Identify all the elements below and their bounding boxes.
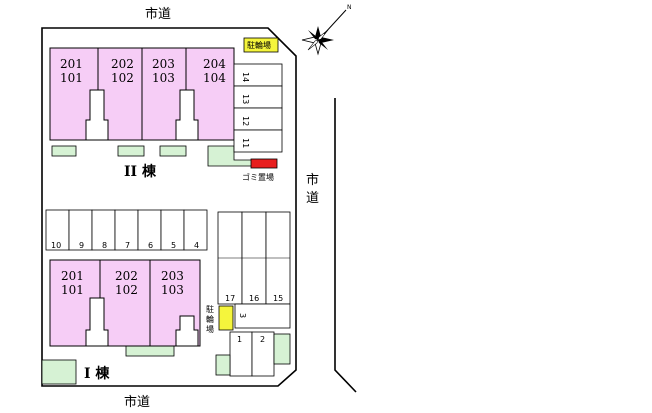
green-strip	[215, 354, 231, 376]
building-1: 201 101 202 102 203 103 I 棟	[41, 259, 201, 385]
road-label-right-bottom: 道	[306, 191, 319, 206]
unit-upper: 202	[115, 269, 138, 283]
green-strip	[117, 145, 145, 157]
compass-rose-icon: N	[301, 4, 352, 56]
bike-parking-label: 駐輪場	[247, 40, 271, 50]
parking-middle-row: 10 9 8 7 6 5 4	[45, 209, 208, 251]
green-strip	[125, 345, 175, 357]
parking-slot-label: 16	[249, 294, 259, 303]
parking-slot-label: 2	[260, 335, 265, 344]
unit-lower: 102	[111, 71, 134, 85]
road-label-right-top: 市	[306, 172, 319, 188]
unit-upper: 204	[203, 57, 226, 71]
unit-lower: 103	[161, 283, 184, 297]
green-strip	[159, 145, 187, 157]
building-label: I 棟	[84, 365, 110, 382]
unit-lower: 102	[115, 283, 138, 297]
building-label: II 棟	[124, 163, 157, 180]
parking-slot-label: 11	[241, 138, 250, 148]
bike-parking-top	[243, 37, 279, 53]
unit-lower: 101	[61, 283, 84, 297]
unit-lower: 101	[60, 71, 83, 85]
garbage-area	[250, 158, 278, 169]
parking-slot-label: 7	[125, 241, 130, 250]
parking-slot-label: 4	[194, 241, 199, 250]
stairwell	[85, 89, 109, 141]
parking-right-block: 17 16 15	[217, 211, 291, 305]
parking-slot-label: 17	[225, 294, 235, 303]
bike-parking-lower	[218, 305, 234, 331]
green-strip	[51, 145, 77, 157]
stairwell	[175, 315, 199, 347]
parking-slot-label: 1	[237, 335, 242, 344]
svg-text:N: N	[347, 4, 352, 11]
unit-upper: 201	[60, 57, 83, 71]
unit-upper: 203	[161, 269, 184, 283]
road-edge-right	[334, 98, 357, 393]
unit-upper: 202	[111, 57, 134, 71]
unit-upper: 203	[152, 57, 175, 71]
parking-slot-label: 13	[241, 94, 250, 104]
parking-bottom-pair: 1 2	[229, 331, 275, 377]
stairwell	[85, 297, 109, 347]
building-2: 201 101 202 102 203 103 204 104 II 棟	[49, 47, 257, 180]
parking-slot-label: 15	[273, 294, 283, 303]
unit-lower: 104	[203, 71, 226, 85]
parking-slot-label: 12	[241, 116, 250, 126]
bike-parking-lower-char: 駐	[206, 304, 214, 314]
parking-slot-label: 3	[238, 313, 247, 318]
parking-slot-label: 5	[171, 241, 176, 250]
green-strip	[41, 359, 77, 385]
road-label-top: 市道	[145, 6, 171, 22]
parking-slot-label: 8	[102, 241, 107, 250]
parking-slot-label: 10	[51, 241, 61, 250]
stairwell	[175, 89, 199, 141]
unit-lower: 103	[152, 71, 175, 85]
road-label-bottom: 市道	[124, 394, 150, 410]
parking-slot-label: 9	[79, 241, 84, 250]
parking-slot-label: 14	[241, 72, 250, 82]
bike-parking-lower-char: 場	[206, 324, 214, 334]
bike-parking-lower-char: 輪	[206, 314, 214, 324]
parking-right-column: 14 13 12 11	[233, 63, 283, 153]
parking-slot-label: 6	[148, 241, 153, 250]
unit-upper: 201	[61, 269, 84, 283]
garbage-label: ゴミ置場	[242, 172, 274, 182]
parking-slot-3	[234, 303, 291, 329]
green-strip	[273, 333, 291, 365]
